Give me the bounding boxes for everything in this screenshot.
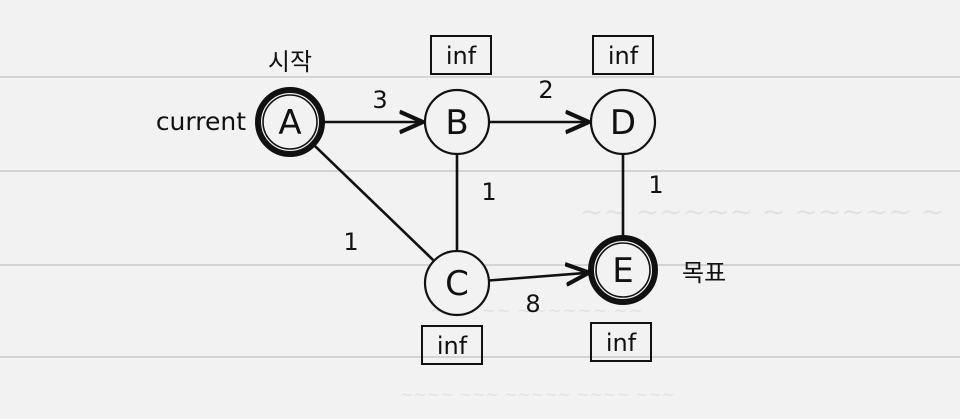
start-label: 시작 [268, 48, 312, 76]
node-label: C [445, 264, 469, 304]
edge-weight-label: 3 [372, 86, 387, 114]
edge-c-e [487, 273, 589, 281]
distance-value: inf [608, 42, 639, 70]
node-label: A [278, 103, 301, 143]
edge-weight-label: 1 [343, 228, 358, 256]
edge-a-c [311, 142, 434, 261]
distance-value: inf [446, 42, 477, 70]
distance-box: inf [421, 325, 483, 365]
node-e: E [588, 235, 658, 305]
notebook-rule-line [0, 170, 960, 172]
edge-weight-label: 8 [525, 290, 540, 318]
notebook-rule-line [0, 356, 960, 358]
distance-value: inf [606, 329, 637, 357]
current-node-label: current [156, 107, 246, 136]
notebook-rule-line [0, 76, 960, 78]
bleed-through-scribble: ~~ ~~~~~ ~ ~~~~~ ~ [580, 195, 945, 228]
node-label: E [612, 251, 633, 291]
edge-weights: 3 2 1 1 1 8 [343, 76, 663, 318]
goal-label: 목표 [682, 259, 726, 287]
distance-box: inf [592, 35, 654, 75]
bleed-through-scribble: ~~~ ~~ ~~~~~~ ~~ [430, 300, 644, 321]
distance-box: inf [430, 35, 492, 75]
distance-box: inf [590, 322, 652, 362]
nodes: A B D C E [255, 87, 658, 317]
edge-weight-label: 1 [648, 171, 663, 199]
node-d: D [589, 88, 657, 156]
edge-weight-label: 1 [481, 178, 496, 206]
bleed-through-scribble: ~~~~ ~~~ ~~~~~ ~~~~ ~~~ [400, 385, 676, 404]
node-label: B [445, 103, 468, 143]
edges [311, 122, 625, 281]
annotations: 시작 current inf inf inf inf 목표 [156, 35, 726, 365]
node-c: C [423, 249, 491, 317]
node-a: A [255, 87, 325, 157]
node-label: D [610, 103, 636, 143]
edge-weight-label: 2 [538, 76, 553, 104]
node-b: B [423, 88, 491, 156]
distance-value: inf [437, 332, 468, 360]
